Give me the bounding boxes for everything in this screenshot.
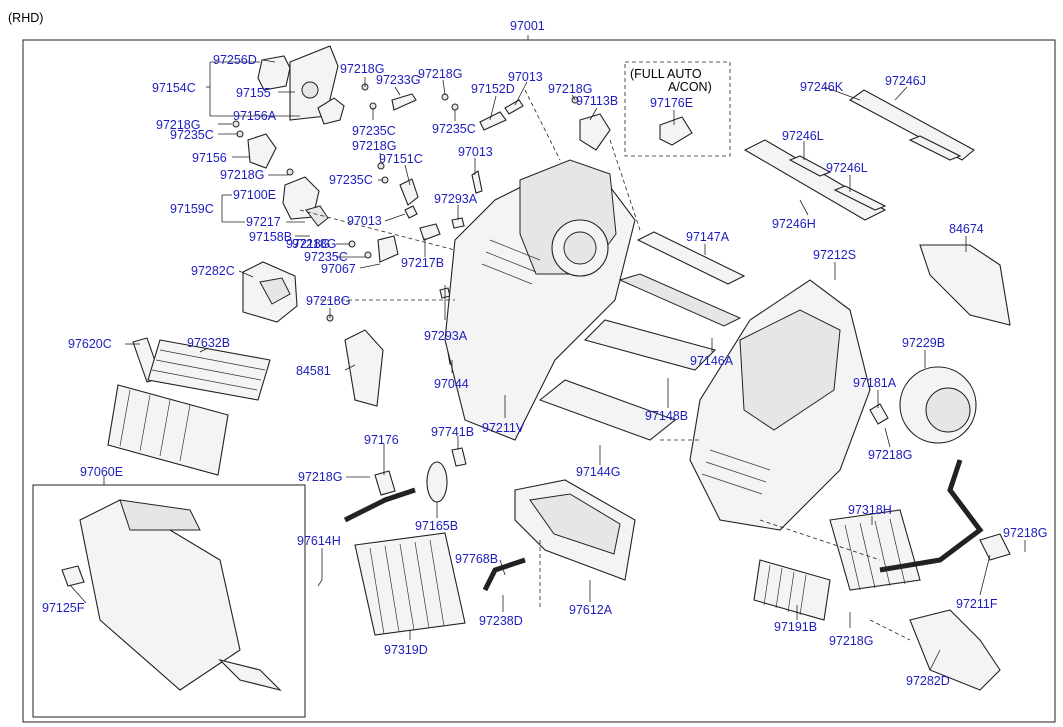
label-97235C-d[interactable]: 97235C [304, 250, 348, 264]
label-97176E[interactable]: 97176E [650, 96, 693, 110]
label-97282C[interactable]: 97282C [191, 264, 235, 278]
label-97218G-b[interactable]: 97218G [220, 168, 264, 182]
label-97181A[interactable]: 97181A [853, 376, 897, 390]
label-97319D[interactable]: 97319D [384, 643, 428, 657]
label-97218G-m[interactable]: 97218G [829, 634, 873, 648]
label-97144G[interactable]: 97144G [576, 465, 620, 479]
label-97100E[interactable]: 97100E [233, 188, 276, 202]
label-97293A-b[interactable]: 97293A [424, 329, 468, 343]
label-97620C[interactable]: 97620C [68, 337, 112, 351]
label-97218G-h[interactable]: 97218G [548, 82, 592, 96]
label-97156[interactable]: 97156 [192, 151, 227, 165]
label-97229B[interactable]: 97229B [902, 336, 945, 350]
label-97218G-j[interactable]: 97218G [868, 448, 912, 462]
label-97211V[interactable]: 97211V [482, 421, 525, 435]
label-97614H[interactable]: 97614H [297, 534, 341, 548]
label-97067[interactable]: 97067 [321, 262, 356, 276]
label-97218G-i[interactable]: 97218G [306, 294, 350, 308]
label-84674[interactable]: 84674 [949, 222, 984, 236]
label-97246K[interactable]: 97246K [800, 80, 844, 94]
label-97211F[interactable]: 97211F [956, 597, 998, 611]
label-97218G-e[interactable]: 97218G [352, 139, 396, 153]
label-97147A[interactable]: 97147A [686, 230, 730, 244]
label-97151C[interactable]: 97151C [379, 152, 423, 166]
label-97235C-e[interactable]: 97235C [432, 122, 476, 136]
variant-label: (RHD) [8, 11, 43, 25]
label-97246J[interactable]: 97246J [885, 74, 926, 88]
leader-lines [69, 59, 1026, 671]
label-97768B[interactable]: 97768B [455, 552, 498, 566]
label-97155[interactable]: 97155 [236, 86, 271, 100]
label-84581[interactable]: 84581 [296, 364, 331, 378]
label-97218G-d[interactable]: 97218G [340, 62, 384, 76]
full-auto-note-line1: (FULL AUTO [630, 67, 702, 81]
label-97191B[interactable]: 97191B [774, 620, 817, 634]
label-97146A[interactable]: 97146A [690, 354, 734, 368]
label-97235C-b[interactable]: 97235C [352, 124, 396, 138]
label-97612A[interactable]: 97612A [569, 603, 613, 617]
label-97293A-a[interactable]: 97293A [434, 192, 478, 206]
label-97238D[interactable]: 97238D [479, 614, 523, 628]
full-auto-note-line2: A/CON) [668, 80, 712, 94]
label-97256D[interactable]: 97256D [213, 53, 257, 67]
assembly-number[interactable]: 97001 [510, 19, 545, 33]
label-97152D[interactable]: 97152D [471, 82, 515, 96]
label-97246H[interactable]: 97246H [772, 217, 816, 231]
label-97218G-a[interactable]: 97218G [156, 118, 200, 132]
label-97218G-k[interactable]: 97218G [298, 470, 342, 484]
label-97246L-a[interactable]: 97246L [782, 129, 824, 143]
label-97741B[interactable]: 97741B [431, 425, 474, 439]
label-97176[interactable]: 97176 [364, 433, 399, 447]
label-97282D[interactable]: 97282D [906, 674, 950, 688]
label-97125F[interactable]: 97125F [42, 601, 85, 615]
label-97148B[interactable]: 97148B [645, 409, 688, 423]
label-97246L-b[interactable]: 97246L [826, 161, 868, 175]
label-97318H[interactable]: 97318H [848, 503, 892, 517]
label-97217[interactable]: 97217 [246, 215, 281, 229]
label-97165B[interactable]: 97165B [415, 519, 458, 533]
label-97013-a[interactable]: 97013 [347, 214, 382, 228]
inset-frame-97060E [32, 484, 306, 718]
label-97044[interactable]: 97044 [434, 377, 469, 391]
part-drawings [61, 45, 1011, 692]
label-97217B[interactable]: 97217B [401, 256, 444, 270]
full-auto-box [624, 61, 731, 157]
label-97235C-a[interactable]: 97235C [170, 128, 214, 142]
label-97156A[interactable]: 97156A [233, 109, 277, 123]
label-97218G-g[interactable]: 97218G [418, 67, 462, 81]
label-97235C-c[interactable]: 97235C [329, 173, 373, 187]
assembly-frame [22, 39, 1056, 723]
label-97060E[interactable]: 97060E [80, 465, 123, 479]
label-97013-c[interactable]: 97013 [458, 145, 493, 159]
label-97158B[interactable]: 97158B [249, 230, 292, 244]
label-97212S[interactable]: 97212S [813, 248, 856, 262]
label-97113B[interactable]: 97113B [576, 94, 618, 108]
label-97218G-f[interactable]: 97218G [292, 237, 336, 251]
part-labels: 97256D 97154C 97155 97156A 97218G 97235C… [42, 53, 1047, 688]
label-97013-b[interactable]: 97013 [508, 70, 543, 84]
label-97159C[interactable]: 97159C [170, 202, 214, 216]
label-97154C[interactable]: 97154C [152, 81, 196, 95]
label-97218G-c[interactable]: 97218G [286, 237, 330, 251]
label-97218G-l[interactable]: 97218G [1003, 526, 1047, 540]
label-97632B[interactable]: 97632B [187, 336, 230, 350]
label-97233G[interactable]: 97233G [376, 73, 420, 87]
